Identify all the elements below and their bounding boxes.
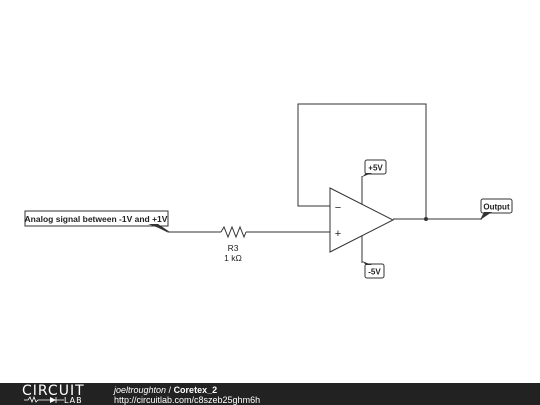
circuit-schematic: Analog signal between -1V and +1V R3 1 k… bbox=[24, 103, 513, 279]
output-net-label[interactable]: Output bbox=[480, 198, 513, 220]
resistor-value: 1 kΩ bbox=[224, 253, 242, 263]
logo-wave-icon bbox=[24, 396, 64, 403]
input-net-label[interactable]: Analog signal between -1V and +1V bbox=[24, 210, 170, 233]
resistor-name: R3 bbox=[228, 243, 239, 253]
output-label-text: Output bbox=[483, 203, 510, 212]
junction-dot bbox=[424, 217, 428, 221]
footer-credit: joeltroughton / Coretex_2 bbox=[114, 385, 217, 395]
footer-bar: CIRCUIT LAB joeltroughton / Coretex_2 ht… bbox=[0, 383, 540, 405]
opamp-plus-sign: + bbox=[335, 228, 341, 240]
logo-lab-text: LAB bbox=[64, 396, 83, 405]
credit-separator: / bbox=[166, 385, 174, 395]
vneg-label-text: -5V bbox=[368, 268, 381, 277]
logo-circuit-text: CIRCUIT bbox=[22, 383, 85, 399]
project-url-link[interactable]: http://circuitlab.com/c8szeb25ghm6h bbox=[114, 395, 261, 405]
vpos-label[interactable]: +5V bbox=[362, 159, 387, 177]
resistor-r3[interactable] bbox=[220, 225, 247, 239]
author-link[interactable]: joeltroughton bbox=[114, 385, 167, 395]
project-name-link[interactable]: Coretex_2 bbox=[173, 385, 218, 395]
input-label-text: Analog signal between -1V and +1V bbox=[25, 214, 168, 224]
wire-feedback bbox=[297, 103, 427, 219]
vneg-label[interactable]: -5V bbox=[362, 261, 385, 279]
vpos-label-text: +5V bbox=[368, 164, 383, 173]
opamp-minus-sign: − bbox=[335, 202, 341, 214]
